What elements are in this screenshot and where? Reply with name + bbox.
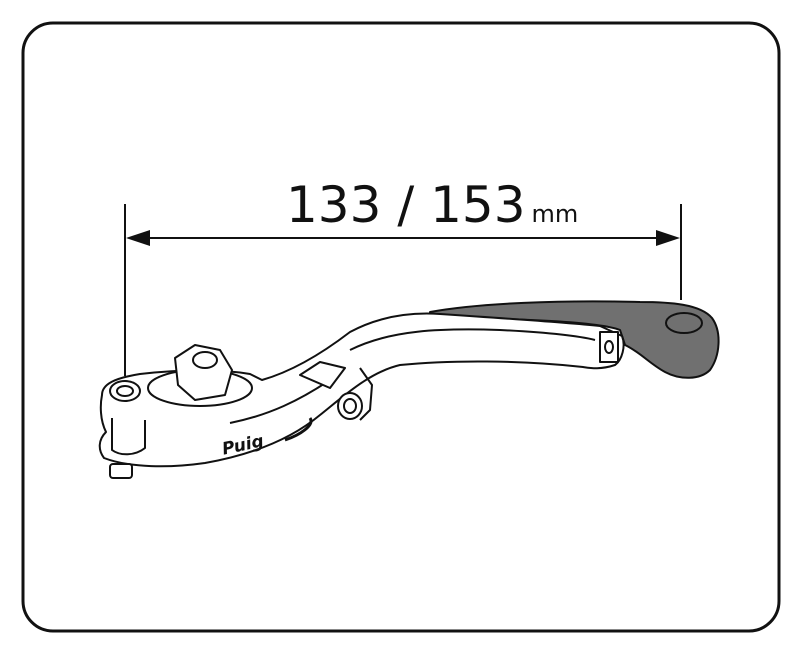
arrow-right-icon (656, 230, 680, 246)
arm-joint (299, 361, 346, 389)
arrow-left-icon (126, 230, 150, 246)
brake-lever (98, 300, 720, 479)
arm-edge-lower (229, 379, 331, 424)
pivot-fork (111, 418, 146, 456)
tip-hole (665, 312, 703, 334)
joint-plate (359, 367, 373, 421)
lever-body (98, 312, 625, 468)
pivot-bolt-inner (116, 385, 134, 397)
arm-edge (349, 328, 596, 351)
dimension-unit: mm (532, 200, 579, 228)
adjuster-knob-top (192, 351, 218, 369)
clevis-hole (604, 340, 614, 354)
pivot-nut (109, 463, 133, 479)
joint-screw-inner (343, 398, 357, 414)
logo-swoosh (284, 417, 313, 442)
